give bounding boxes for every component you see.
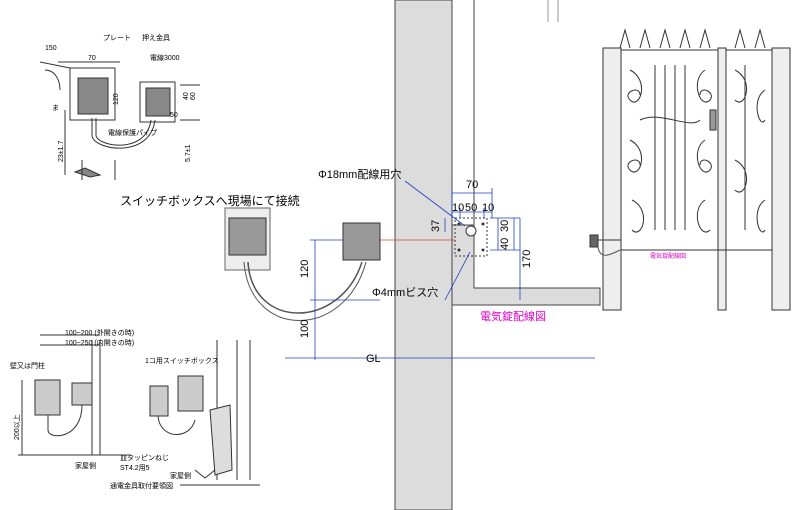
detail-d150: 150 bbox=[45, 45, 57, 52]
plate-dimension-lines bbox=[285, 188, 595, 360]
dim-plate-right: 10 bbox=[482, 202, 495, 214]
detail-d23: 23±1.7 bbox=[58, 140, 65, 162]
detail-dist-1: 100~200 (外開きの時) bbox=[65, 330, 135, 337]
dim-right-40: 40 bbox=[499, 237, 511, 250]
detail-tap-screw: 皿タッピンねじ bbox=[120, 455, 169, 462]
top-left-detail bbox=[39, 61, 200, 180]
detail-plate: プレート bbox=[103, 35, 131, 42]
detail-cable: 電線3000 bbox=[150, 55, 180, 62]
detail-d40: 40 bbox=[183, 92, 190, 100]
detail-d120: 120 bbox=[113, 93, 120, 105]
lock-plate-outline bbox=[454, 217, 488, 257]
ground-line-label: GL bbox=[366, 353, 381, 365]
gate-caption: 電気錠配線図 bbox=[650, 254, 687, 260]
detail-d57: 5.7±1 bbox=[185, 144, 192, 162]
detail-switch-box: 1コ用スイッチボックス bbox=[145, 358, 219, 365]
dim-plate-width: 70 bbox=[466, 179, 479, 191]
detail-d50: 50 bbox=[170, 112, 178, 119]
bottom-left-detail bbox=[18, 334, 260, 486]
detail-wall-or-post: 壁又は門柱 bbox=[10, 363, 45, 370]
gate-drawing bbox=[589, 28, 791, 311]
dim-plate-mid: 50 bbox=[465, 202, 478, 214]
wiring-hole-label: Φ18mm配線用穴 bbox=[318, 169, 402, 181]
detail-d60: 60 bbox=[190, 92, 197, 100]
dim-height-170: 170 bbox=[521, 249, 533, 268]
screw-hole-label: Φ4mmビス穴 bbox=[372, 287, 439, 299]
wiring-hole-mark bbox=[465, 225, 477, 237]
post-column bbox=[394, 0, 559, 510]
detail-house-side-2: 家屋側 bbox=[170, 473, 191, 480]
junction-box bbox=[342, 222, 381, 261]
detail-house-side: 家屋側 bbox=[75, 463, 96, 470]
lock-wiring-diagram-label: 電気錠配線図 bbox=[480, 311, 546, 323]
dim-height-120: 120 bbox=[299, 259, 311, 278]
detail-mark: ま bbox=[52, 105, 59, 112]
detail-d70: 70 bbox=[88, 55, 96, 62]
cable-arc bbox=[247, 261, 363, 314]
dim-height-100: 100 bbox=[299, 319, 311, 338]
dim-hole-from-top: 37 bbox=[430, 219, 442, 232]
detail-st-spec: ST4.2用5 bbox=[120, 465, 150, 472]
detail-hold-bracket: 押え金具 bbox=[142, 35, 170, 42]
detail-conduit: 電線保護パイプ bbox=[108, 130, 157, 137]
detail-dist-2: 100~250 (内開きの時) bbox=[65, 340, 135, 347]
detail-fitting-note: 通電金具取付要領図 bbox=[110, 483, 173, 490]
dim-right-30: 30 bbox=[499, 219, 511, 232]
detail-min-height: 200以上 bbox=[14, 414, 21, 440]
switch-box-note: スイッチボックスへ現場にて接続 bbox=[120, 194, 300, 208]
dim-plate-left: 10 bbox=[452, 202, 465, 214]
